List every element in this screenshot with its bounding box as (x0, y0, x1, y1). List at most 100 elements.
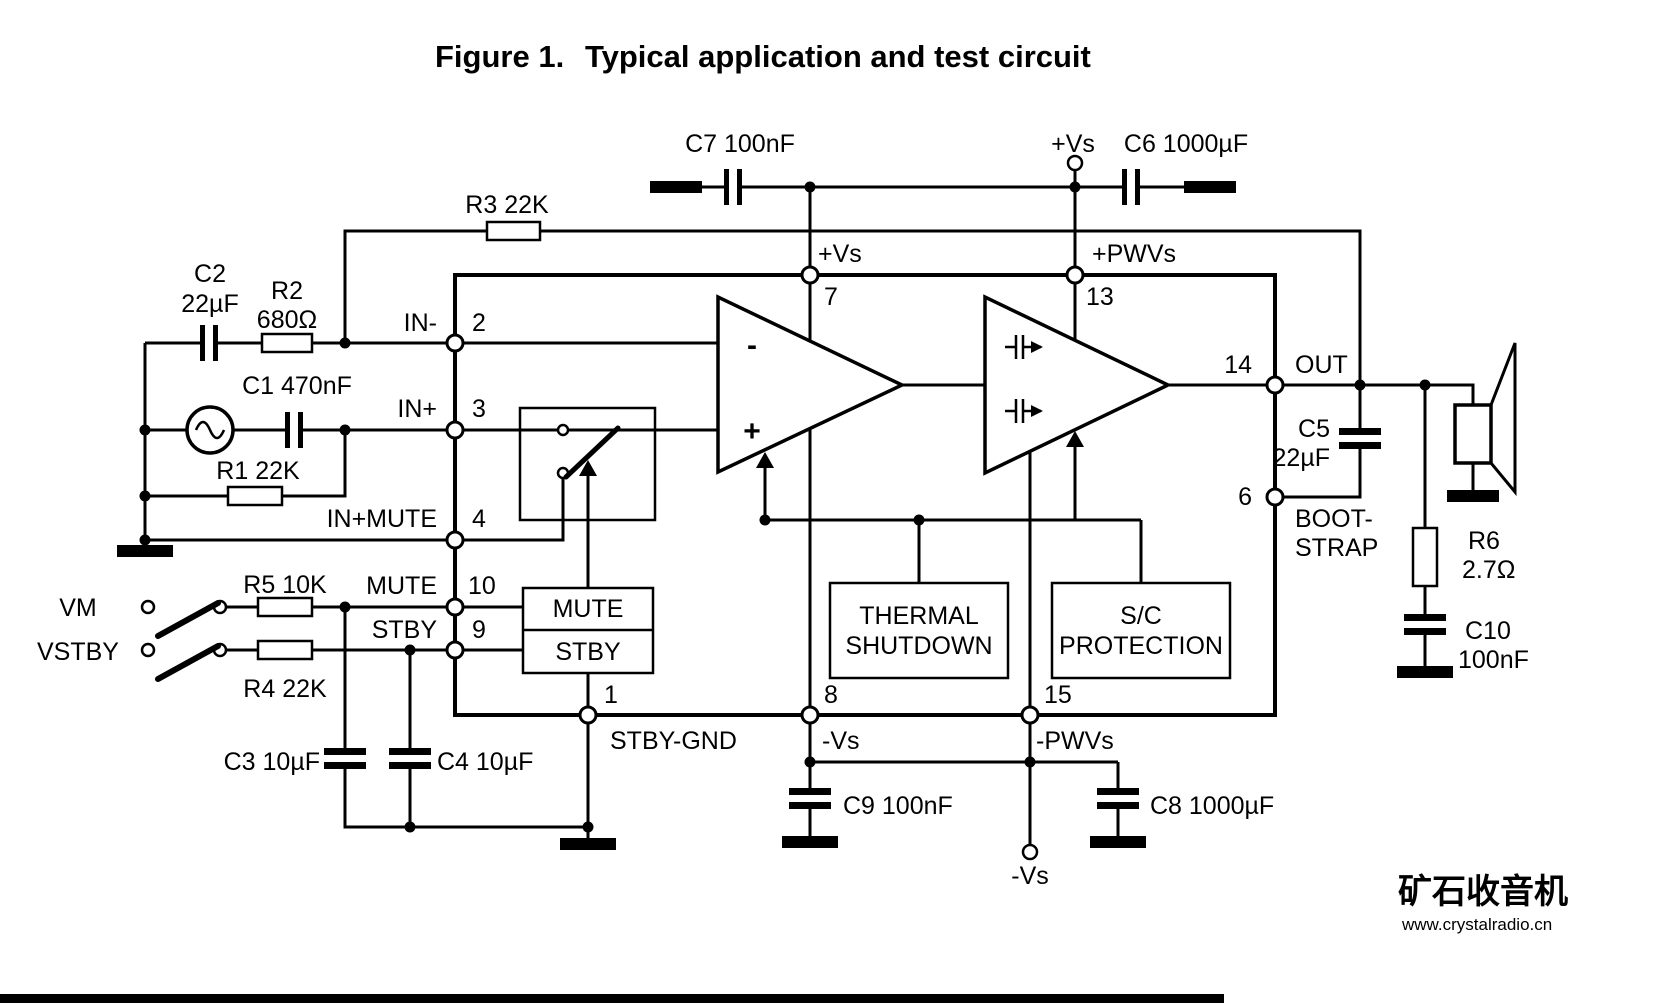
cap-c5-plate (1339, 442, 1381, 449)
ic-pins (445, 265, 1285, 725)
mosfet-icon-bottom (1005, 399, 1041, 423)
label-c9: C9 100nF (843, 792, 953, 820)
junction-dot (339, 337, 351, 349)
label-vs-bottom: -Vs (1011, 862, 1049, 890)
label-bootstrap-line2: STRAP (1295, 534, 1378, 562)
cap-c5-plate (1339, 428, 1381, 435)
label-vstby: VSTBY (37, 638, 119, 666)
label-neg-vs-pin: -Vs (822, 727, 860, 755)
cap-c2-plate (213, 325, 218, 361)
cap-c8-plate (1097, 802, 1139, 809)
sc-protection-block (1050, 581, 1232, 680)
bias-arrow-output-amp (1066, 431, 1084, 447)
thermal-label-line1: THERMAL (859, 602, 979, 630)
switch-contact-top (556, 423, 570, 437)
resistor-r1 (226, 485, 284, 507)
sc-label-line2: PROTECTION (1059, 632, 1223, 660)
label-pwvs-pin: +PWVs (1092, 240, 1176, 268)
mosfet-arrow-bottom (1031, 405, 1043, 417)
junction-dot (1419, 379, 1431, 391)
junction-dot (582, 821, 594, 833)
cap-c3-plate (324, 748, 366, 755)
label-r3: R3 22K (465, 191, 549, 219)
page-edge-bar (0, 994, 1224, 1003)
label-c5-value: 22µF (1273, 444, 1330, 472)
cap-c9-plate (789, 802, 831, 809)
label-in-minus: IN- (404, 309, 437, 337)
junction-dot (339, 424, 351, 436)
mosfet-icon-top (1005, 335, 1041, 359)
cap-c1-plate (285, 412, 290, 448)
junction-dot (1354, 379, 1366, 391)
bias-arrow-input-amp (756, 452, 774, 468)
component-labels: C7 100nF +Vs C6 1000µF R3 22K C2 22µF R2… (181, 130, 1529, 820)
figure-number: Figure 1. (435, 39, 564, 74)
cap-c7-plate (737, 169, 742, 205)
ground-icon-c10 (1397, 666, 1453, 678)
pin-10-number: 10 (468, 572, 496, 600)
pin-15 (1020, 705, 1040, 725)
sine-icon (194, 420, 226, 440)
speaker-icon (1453, 342, 1517, 497)
label-r4: R4 22K (243, 675, 327, 703)
output-amp-triangle (983, 294, 1173, 476)
cap-c9-plate (789, 788, 831, 795)
pin-labels: IN- 2 IN+ 3 IN+MUTE 4 MUTE 10 STBY 9 1 S… (327, 240, 1379, 755)
resistor-r4 (256, 639, 314, 661)
pin-9-number: 9 (472, 616, 486, 644)
thermal-label-line2: SHUTDOWN (845, 632, 992, 660)
label-r5: R5 10K (243, 571, 327, 599)
junction-dots (139, 181, 1431, 833)
vs-bottom-terminal (1021, 843, 1039, 861)
cap-c4-plate (389, 762, 431, 769)
pin-8 (800, 705, 820, 725)
mosfet-icons (1005, 335, 1043, 423)
pin-7-number: 7 (824, 283, 838, 311)
vstby-contact-left (140, 642, 156, 658)
label-c1: C1 470nF (242, 372, 352, 400)
cap-c2-plate (200, 325, 205, 361)
stby-block-label: STBY (555, 638, 621, 666)
label-stby-gnd: STBY-GND (610, 727, 737, 755)
label-c2-name: C2 (194, 260, 226, 288)
vm-switch-blade (155, 600, 221, 639)
label-r1: R1 22K (216, 457, 300, 485)
pin-15-number: 15 (1044, 681, 1072, 709)
pin-10 (445, 597, 465, 617)
vm-contact-left (140, 599, 156, 615)
pin-6-number: 6 (1238, 483, 1252, 511)
pin-1-number: 1 (604, 681, 618, 709)
wires (143, 170, 1475, 845)
mute-arrow-head (579, 460, 597, 476)
pin-9 (445, 640, 465, 660)
thermal-shutdown-block (828, 581, 1010, 680)
figure-caption: Typical application and test circuit (585, 39, 1091, 74)
resistor-r5 (256, 596, 314, 618)
junction-dot (804, 181, 816, 193)
ground-symbols (117, 181, 1499, 850)
junction-dot (804, 756, 816, 768)
control-arrows (579, 431, 1084, 588)
label-c3: C3 10µF (224, 748, 320, 776)
junction-dot (139, 424, 151, 436)
ground-icon-stbygnd (560, 838, 616, 850)
label-c5-name: C5 (1298, 415, 1330, 443)
pin-14-number: 14 (1224, 351, 1252, 379)
label-c8: C8 1000µF (1150, 792, 1274, 820)
junction-dot (759, 514, 771, 526)
block-labels: MUTE STBY THERMAL SHUTDOWN S/C PROTECTIO… (553, 329, 1223, 666)
junction-dot (139, 490, 151, 502)
input-switch-blade (563, 425, 621, 480)
cap-c8-plate (1097, 788, 1139, 795)
label-mute-pin: MUTE (366, 572, 437, 600)
mute-block-label: MUTE (553, 595, 624, 623)
pin-7 (800, 265, 820, 285)
pin-8-number: 8 (824, 681, 838, 709)
pin-3 (445, 420, 465, 440)
label-r2-name: R2 (271, 277, 303, 305)
label-in-mute: IN+MUTE (327, 505, 437, 533)
title: Figure 1. Typical application and test c… (435, 39, 1091, 74)
pin-2-number: 2 (472, 309, 486, 337)
cap-c10-plate (1404, 628, 1446, 635)
